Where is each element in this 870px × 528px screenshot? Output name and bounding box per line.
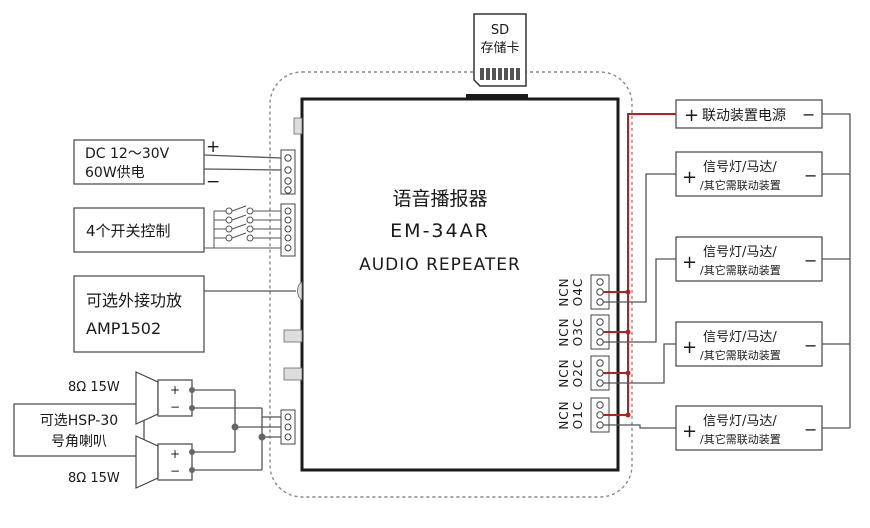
- power-plus: +: [206, 137, 220, 157]
- sd-card: SD 存储卡: [473, 13, 527, 87]
- device-title: 语音播报器: [392, 188, 487, 210]
- speaker-line1: 可选HSP-30: [40, 413, 118, 429]
- device-minus: −: [804, 166, 817, 185]
- linked-device-3: + 信号灯/马达/ /其它需联动装置 −: [675, 236, 823, 282]
- device-minus: −: [804, 420, 817, 439]
- device-line1: 信号灯/马达/: [703, 330, 777, 345]
- port-oc-label: O4C: [571, 278, 585, 306]
- speaker-spec-top: 8Ω 15W: [68, 380, 120, 395]
- terminal-speaker: [280, 409, 296, 445]
- terminal-switches: [280, 203, 296, 257]
- terminal-power: [280, 149, 296, 195]
- port-ncn-label: NCN: [557, 358, 571, 387]
- device-plus: +: [682, 421, 697, 442]
- svg-text:+: +: [170, 447, 180, 461]
- port-ncn-label: NCN: [557, 277, 571, 306]
- device-line2: /其它需联动装置: [700, 348, 781, 362]
- device-line1: 信号灯/马达/: [703, 245, 777, 260]
- switches-label: 4个开关控制: [86, 222, 171, 240]
- linkage-power-label: 联动装置电源: [702, 108, 786, 124]
- port-oc-label: O2C: [571, 359, 585, 387]
- switch-contacts: [204, 205, 281, 249]
- device-body: [300, 97, 620, 472]
- device-line1: 信号灯/马达/: [703, 414, 777, 429]
- horn-speaker-top: + −: [135, 371, 193, 425]
- linked-device-1: + 信号灯/马达/ /其它需联动装置 −: [675, 405, 823, 451]
- amp-box: [73, 275, 205, 353]
- device-subtitle: AUDIO REPEATER: [359, 255, 521, 275]
- device-plus: +: [682, 252, 697, 273]
- power-minus: −: [206, 172, 220, 192]
- device-line2: /其它需联动装置: [700, 178, 781, 192]
- device-minus: −: [804, 336, 817, 355]
- amp-line1: 可选外接功放: [86, 291, 182, 310]
- svg-text:+: +: [170, 383, 180, 397]
- speaker-junctions: [189, 387, 266, 473]
- speaker-spec-bottom: 8Ω 15W: [68, 471, 120, 486]
- sd-label-line1: SD: [491, 23, 509, 38]
- switches-box: [73, 207, 205, 253]
- device-plus: +: [682, 167, 697, 188]
- linkage-power-minus: −: [802, 105, 815, 124]
- housing-outline: [269, 71, 633, 498]
- device-plus: +: [682, 337, 697, 358]
- svg-text:−: −: [170, 400, 180, 414]
- device-minus: −: [804, 251, 817, 270]
- linked-device-2: + 信号灯/马达/ /其它需联动装置 −: [675, 321, 823, 367]
- power-box: [73, 139, 205, 185]
- linked-device-4: + 信号灯/马达/ /其它需联动装置 −: [675, 151, 823, 197]
- speaker-box: [13, 403, 145, 457]
- device-line2: /其它需联动装置: [700, 432, 781, 446]
- speaker-line2: 号角喇叭: [51, 434, 107, 450]
- port-oc-label: O3C: [571, 318, 585, 346]
- linked-devices: + 信号灯/马达/ /其它需联动装置 − + 信号灯/马达/ /其它需联动装置 − + 信号灯/马…: [675, 151, 823, 451]
- port-ncn-label: NCN: [557, 317, 571, 346]
- device-model: EM-34AR: [390, 220, 490, 242]
- sd-label-line2: 存储卡: [480, 41, 519, 56]
- power-line1: DC 12～30V: [85, 146, 170, 162]
- svg-text:−: −: [170, 464, 180, 478]
- port-oc-label: O1C: [571, 401, 585, 429]
- power-line2: 60W供电: [85, 165, 145, 181]
- output-wiring: [603, 113, 851, 429]
- side-knobs: [283, 117, 303, 381]
- device-line2: /其它需联动装置: [700, 263, 781, 277]
- device-line1: 信号灯/马达/: [703, 160, 777, 175]
- amp-line2: AMP1502: [86, 319, 161, 338]
- horn-speaker-bottom: + −: [135, 435, 193, 489]
- linkage-power-plus: +: [684, 105, 699, 126]
- port-ncn-label: NCN: [557, 400, 571, 429]
- sd-slot: [466, 94, 528, 99]
